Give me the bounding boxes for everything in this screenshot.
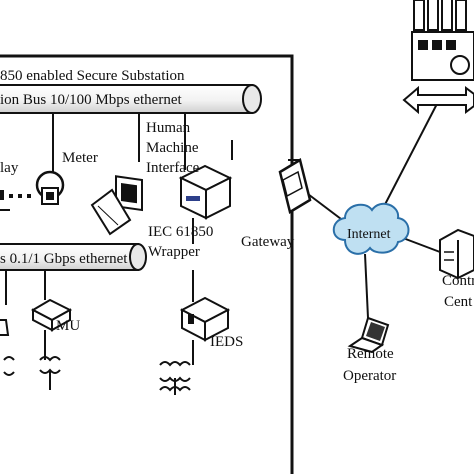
substation-boundary [0,54,294,474]
remote-label-line1: Remote [347,346,394,362]
hmi-computer-icon [90,175,143,236]
station-bus-label: ion Bus 10/100 Mbps ethernet [0,92,182,108]
substation-title: 850 enabled Secure Substation [0,68,185,84]
wrapper-label-line1: IEC 61850 [148,224,213,240]
relay-label: lay [0,160,19,176]
left-device-icon [0,319,10,336]
gateway-icon [278,158,312,214]
process-bus-label: s 0.1/1 Gbps ethernet [0,251,128,267]
process-bus [0,243,147,271]
ied-icon [179,296,231,342]
transformer-icon [3,356,191,395]
gateway-label: Gateway [241,234,295,250]
laptop-icon [347,316,390,354]
control-label-line1: Contr [442,273,474,289]
meter-label: Meter [62,150,98,166]
hmi-label-line3: Interface [146,160,200,176]
relay-icon [0,190,31,200]
hmi-label-line1: Human [146,120,191,136]
ieds-label: IEDS [210,334,243,350]
wrapper-label-line2: Wrapper [148,244,200,260]
station-bus [0,84,262,114]
internet-cloud-icon [332,202,410,255]
wrapper-device-icon [178,164,233,220]
connections [0,113,233,365]
hmi-label-line2: Machine [146,140,199,156]
control-server-icon [439,228,474,280]
internet-label: Internet [347,227,391,242]
control-label-line2: Cent [444,294,473,310]
power-plant-icon [402,0,474,115]
mu-label: MU [56,318,80,334]
remote-label-line2: Operator [343,368,396,384]
merging-unit-icon [30,298,73,332]
labels: 850 enabled Secure Substation ion Bus 10… [0,68,474,384]
meter-icon [35,148,65,205]
